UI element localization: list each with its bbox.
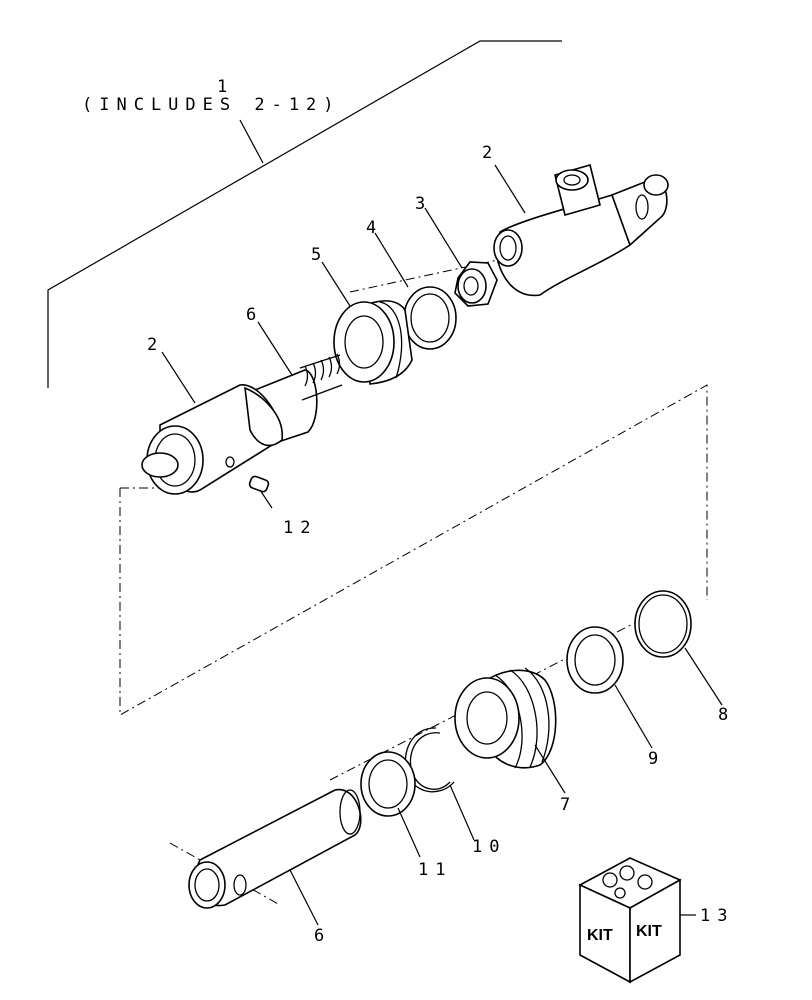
callout-2-top: 2: [482, 143, 499, 163]
part-11-ring: [360, 751, 416, 817]
assembly-bracket-line: [47, 40, 562, 388]
part-12-set-screw: [248, 475, 270, 493]
callout-4: 4: [366, 218, 383, 238]
assembly-note: (INCLUDES 2-12): [82, 95, 341, 115]
callout-10: 10: [472, 837, 506, 857]
part-4-ring: [403, 286, 457, 350]
kit-box: KIT KIT: [578, 857, 682, 984]
part-9-ring: [566, 626, 624, 694]
callout-8: 8: [718, 705, 735, 725]
connection-frame: [119, 384, 708, 716]
part-7-seal: [454, 667, 557, 769]
callout-3: 3: [415, 194, 432, 214]
part-2-barrel-left: [141, 384, 283, 495]
part-3-nut: [454, 261, 498, 307]
callout-13: 13: [700, 906, 734, 926]
callout-9: 9: [648, 749, 665, 769]
callout-6-bottom: 6: [314, 926, 331, 946]
assembly-label: 1: [217, 77, 234, 97]
part-8-ring: [634, 590, 692, 658]
callout-6-top: 6: [246, 305, 263, 325]
part-2-barrel-end: [493, 164, 669, 297]
part-5-piston: [333, 300, 413, 385]
kit-label-left: KIT: [587, 927, 613, 944]
callout-5: 5: [311, 245, 328, 265]
callout-2-left: 2: [147, 335, 164, 355]
kit-label-right: KIT: [636, 923, 662, 940]
callout-7: 7: [560, 795, 577, 815]
callouts: 2 3 4 5 6 2 12 8 9 7 10 11 6 13: [147, 143, 735, 946]
leader-lines: [161, 164, 723, 926]
callout-11: 11: [418, 860, 452, 880]
part-6-rod: [188, 788, 362, 909]
assembly-leader: [239, 119, 264, 164]
callout-12: 12: [283, 518, 317, 538]
